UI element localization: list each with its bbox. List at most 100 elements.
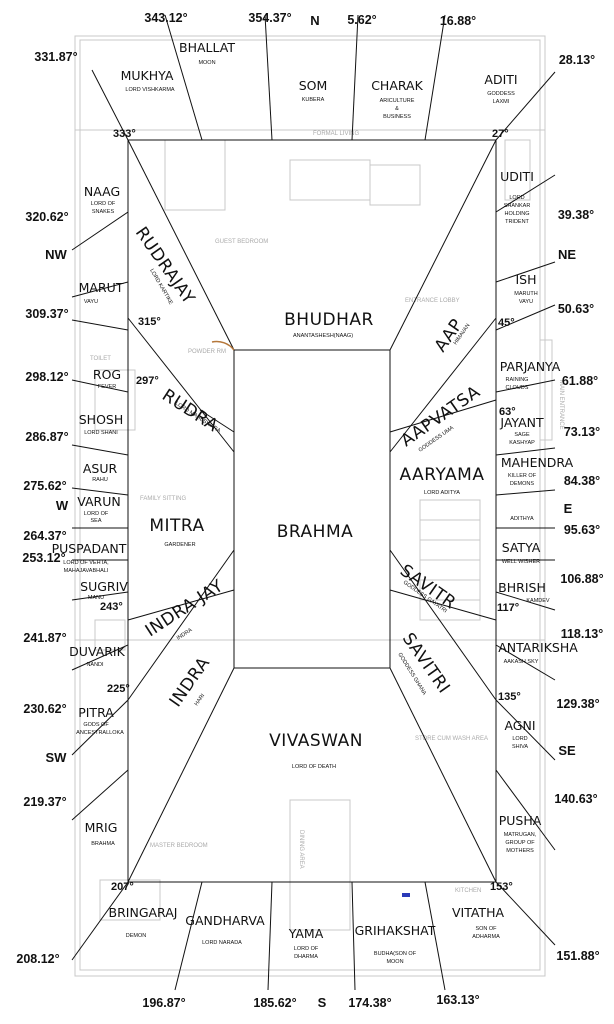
compass-directions: N S E W NE NW SE SW [45, 13, 576, 1010]
pada-puspadant-sub1: LORD OF VEHTA, [63, 560, 109, 566]
room-labels: FORMAL LIVING GUEST BEDROOM ENTRANCE LOB… [90, 131, 564, 894]
deg-61: 61.88° [562, 374, 598, 388]
deg-264: 264.37° [23, 529, 66, 543]
pada-antariksha-sub: AAKASH SKY [504, 659, 539, 665]
pada-gandharva-sub: LORD NARADA [202, 940, 242, 946]
pada-mrig-sub: BRAHMA [91, 841, 115, 847]
inner-mitra: MITRA [149, 516, 204, 536]
inner-brahma: BRAHMA [277, 522, 354, 542]
deg-354: 354.37° [248, 11, 291, 25]
pada-bringaraj: BRINGARAJ [109, 905, 178, 920]
room-guest-bedroom: GUEST BEDROOM [215, 239, 268, 245]
compass-n: N [310, 13, 319, 28]
pada-charak-sub2: & [395, 106, 399, 112]
mandala-lines [72, 15, 555, 990]
deg-196: 196.87° [142, 996, 185, 1010]
compass-w: W [56, 498, 69, 513]
pada-shosh-sub: LORD SHANI [84, 430, 118, 436]
deg-208: 208.12° [16, 952, 59, 966]
pada-duvarik-sub: NANDI [86, 662, 104, 668]
pada-marut-sub: VAYU [84, 299, 98, 305]
pada-puspadant-sub2: MAHAJAVABHALI [64, 568, 109, 574]
pada-mahendra: MAHENDRA [501, 455, 574, 470]
pada-satya: SATYA [502, 540, 541, 555]
pada-pusha: PUSHA [499, 813, 542, 828]
pada-varun-sub1: LORD OF [84, 511, 109, 517]
pada-varun-sub2: SEA [90, 518, 101, 524]
pada-duvarik: DUVARIK [69, 644, 125, 659]
room-family-sitting: FAMILY SITTING [140, 496, 186, 502]
pada-mukhya: MUKHYA [121, 68, 174, 83]
pada-uditi-sub2: SHANKAR [504, 203, 531, 209]
pada-som: SOM [299, 78, 328, 93]
compass-se: SE [558, 743, 576, 758]
cdeg-45: 45° [498, 317, 515, 329]
cdeg-117: 117° [497, 602, 519, 614]
pada-parjanya-sub2: CLOUDS [506, 385, 529, 391]
pada-rog: ROG [93, 367, 121, 382]
deg-118: 118.13° [561, 627, 604, 641]
pada-yama-sub1: LORD OF [294, 946, 319, 952]
inner-bhudhar: BHUDHAR [284, 310, 374, 330]
cdeg-297: 297° [136, 375, 159, 387]
pada-charak-sub3: BUSINESS [383, 114, 411, 120]
pada-puspadant: PUSPADANT [52, 541, 127, 556]
deg-230: 230.62° [23, 702, 66, 716]
deg-129: 129.38° [556, 697, 599, 711]
pada-ish: ISH [515, 272, 536, 287]
room-store: STORE CUM WASH AREA [415, 736, 488, 742]
cdeg-225: 225° [107, 683, 130, 695]
pada-grihakshat-sub2: MOON [386, 959, 403, 965]
pada-asur-sub: RAHU [92, 477, 108, 483]
deg-174: 174.38° [348, 996, 391, 1010]
pada-charak-sub1: ARICULTURE [380, 98, 415, 104]
pada-agni-sub1: LORD [512, 736, 527, 742]
pada-ish-sub1: MARUTH [514, 291, 538, 297]
cdeg-63: 63° [499, 406, 516, 418]
inner-bhudhar-sub: ANANTASHESH(NAAG) [293, 333, 353, 339]
pada-shosh: SHOSH [79, 412, 124, 427]
outer-ring-square [128, 140, 496, 882]
inner-vivaswan-sub: LORD OF DEATH [292, 764, 336, 770]
pada-marut: MARUT [79, 280, 124, 295]
pada-antariksha: ANTARIKSHA [498, 640, 578, 655]
inner-mitra-sub: GARDENER [164, 542, 195, 548]
pada-varun: VARUN [77, 494, 121, 509]
pada-vitatha-sub1: SON OF [475, 926, 497, 932]
room-main-entrance: MAIN ENTRANCE [558, 380, 564, 430]
deg-343: 343.12° [144, 11, 187, 25]
outer-degree-labels: 343.12° 354.37° 5.62° 16.88° 331.87° 28.… [16, 11, 603, 1010]
pada-bringaraj-sub: DEMON [126, 933, 147, 939]
pada-jayant: JAYANT [499, 415, 544, 430]
pada-naag-sub1: LORD OF [91, 201, 116, 207]
deg-16: 16.88° [440, 14, 476, 28]
deg-106: 106.88° [560, 572, 603, 586]
pada-satya-sub: WELL WISHER [502, 559, 540, 565]
deg-253: 253.12° [22, 551, 65, 565]
compass-ne: NE [558, 247, 576, 262]
pada-grihakshat-sub1: BUDHA(SON OF [374, 951, 417, 957]
pada-gandharva: GANDHARVA [185, 913, 265, 928]
deg-309: 309.37° [25, 307, 68, 321]
deg-5: 5.62° [347, 13, 376, 27]
inner-aaryama-sub: LORD ADITYA [424, 490, 460, 496]
room-dining: DINING AREA [298, 830, 304, 869]
corner-degree-labels: 333° 27° 315° 45° 297° 63° 243° 117° 225… [100, 128, 521, 893]
pada-mrig: MRIG [85, 820, 118, 835]
deg-331: 331.87° [34, 50, 77, 64]
deg-219: 219.37° [23, 795, 66, 809]
pada-bhallat: BHALLAT [179, 40, 235, 55]
pada-uditi-sub4: TRIDENT [505, 219, 529, 225]
pada-vitatha: VITATHA [452, 905, 505, 920]
deg-151: 151.88° [556, 949, 599, 963]
deg-73: 73.13° [564, 425, 600, 439]
pada-bhrish: BHRISH [498, 580, 546, 595]
pada-naag: NAAG [84, 184, 120, 199]
pada-yama: YAMA [288, 926, 324, 941]
deg-39: 39.38° [558, 208, 594, 222]
pada-aditi-sub2: LAXMI [493, 99, 510, 105]
pada-pusha-sub1: MATRUGAN, [504, 832, 537, 838]
pada-som-sub: KUBERA [302, 97, 325, 103]
inner-indra-sub: HARI [194, 693, 207, 708]
